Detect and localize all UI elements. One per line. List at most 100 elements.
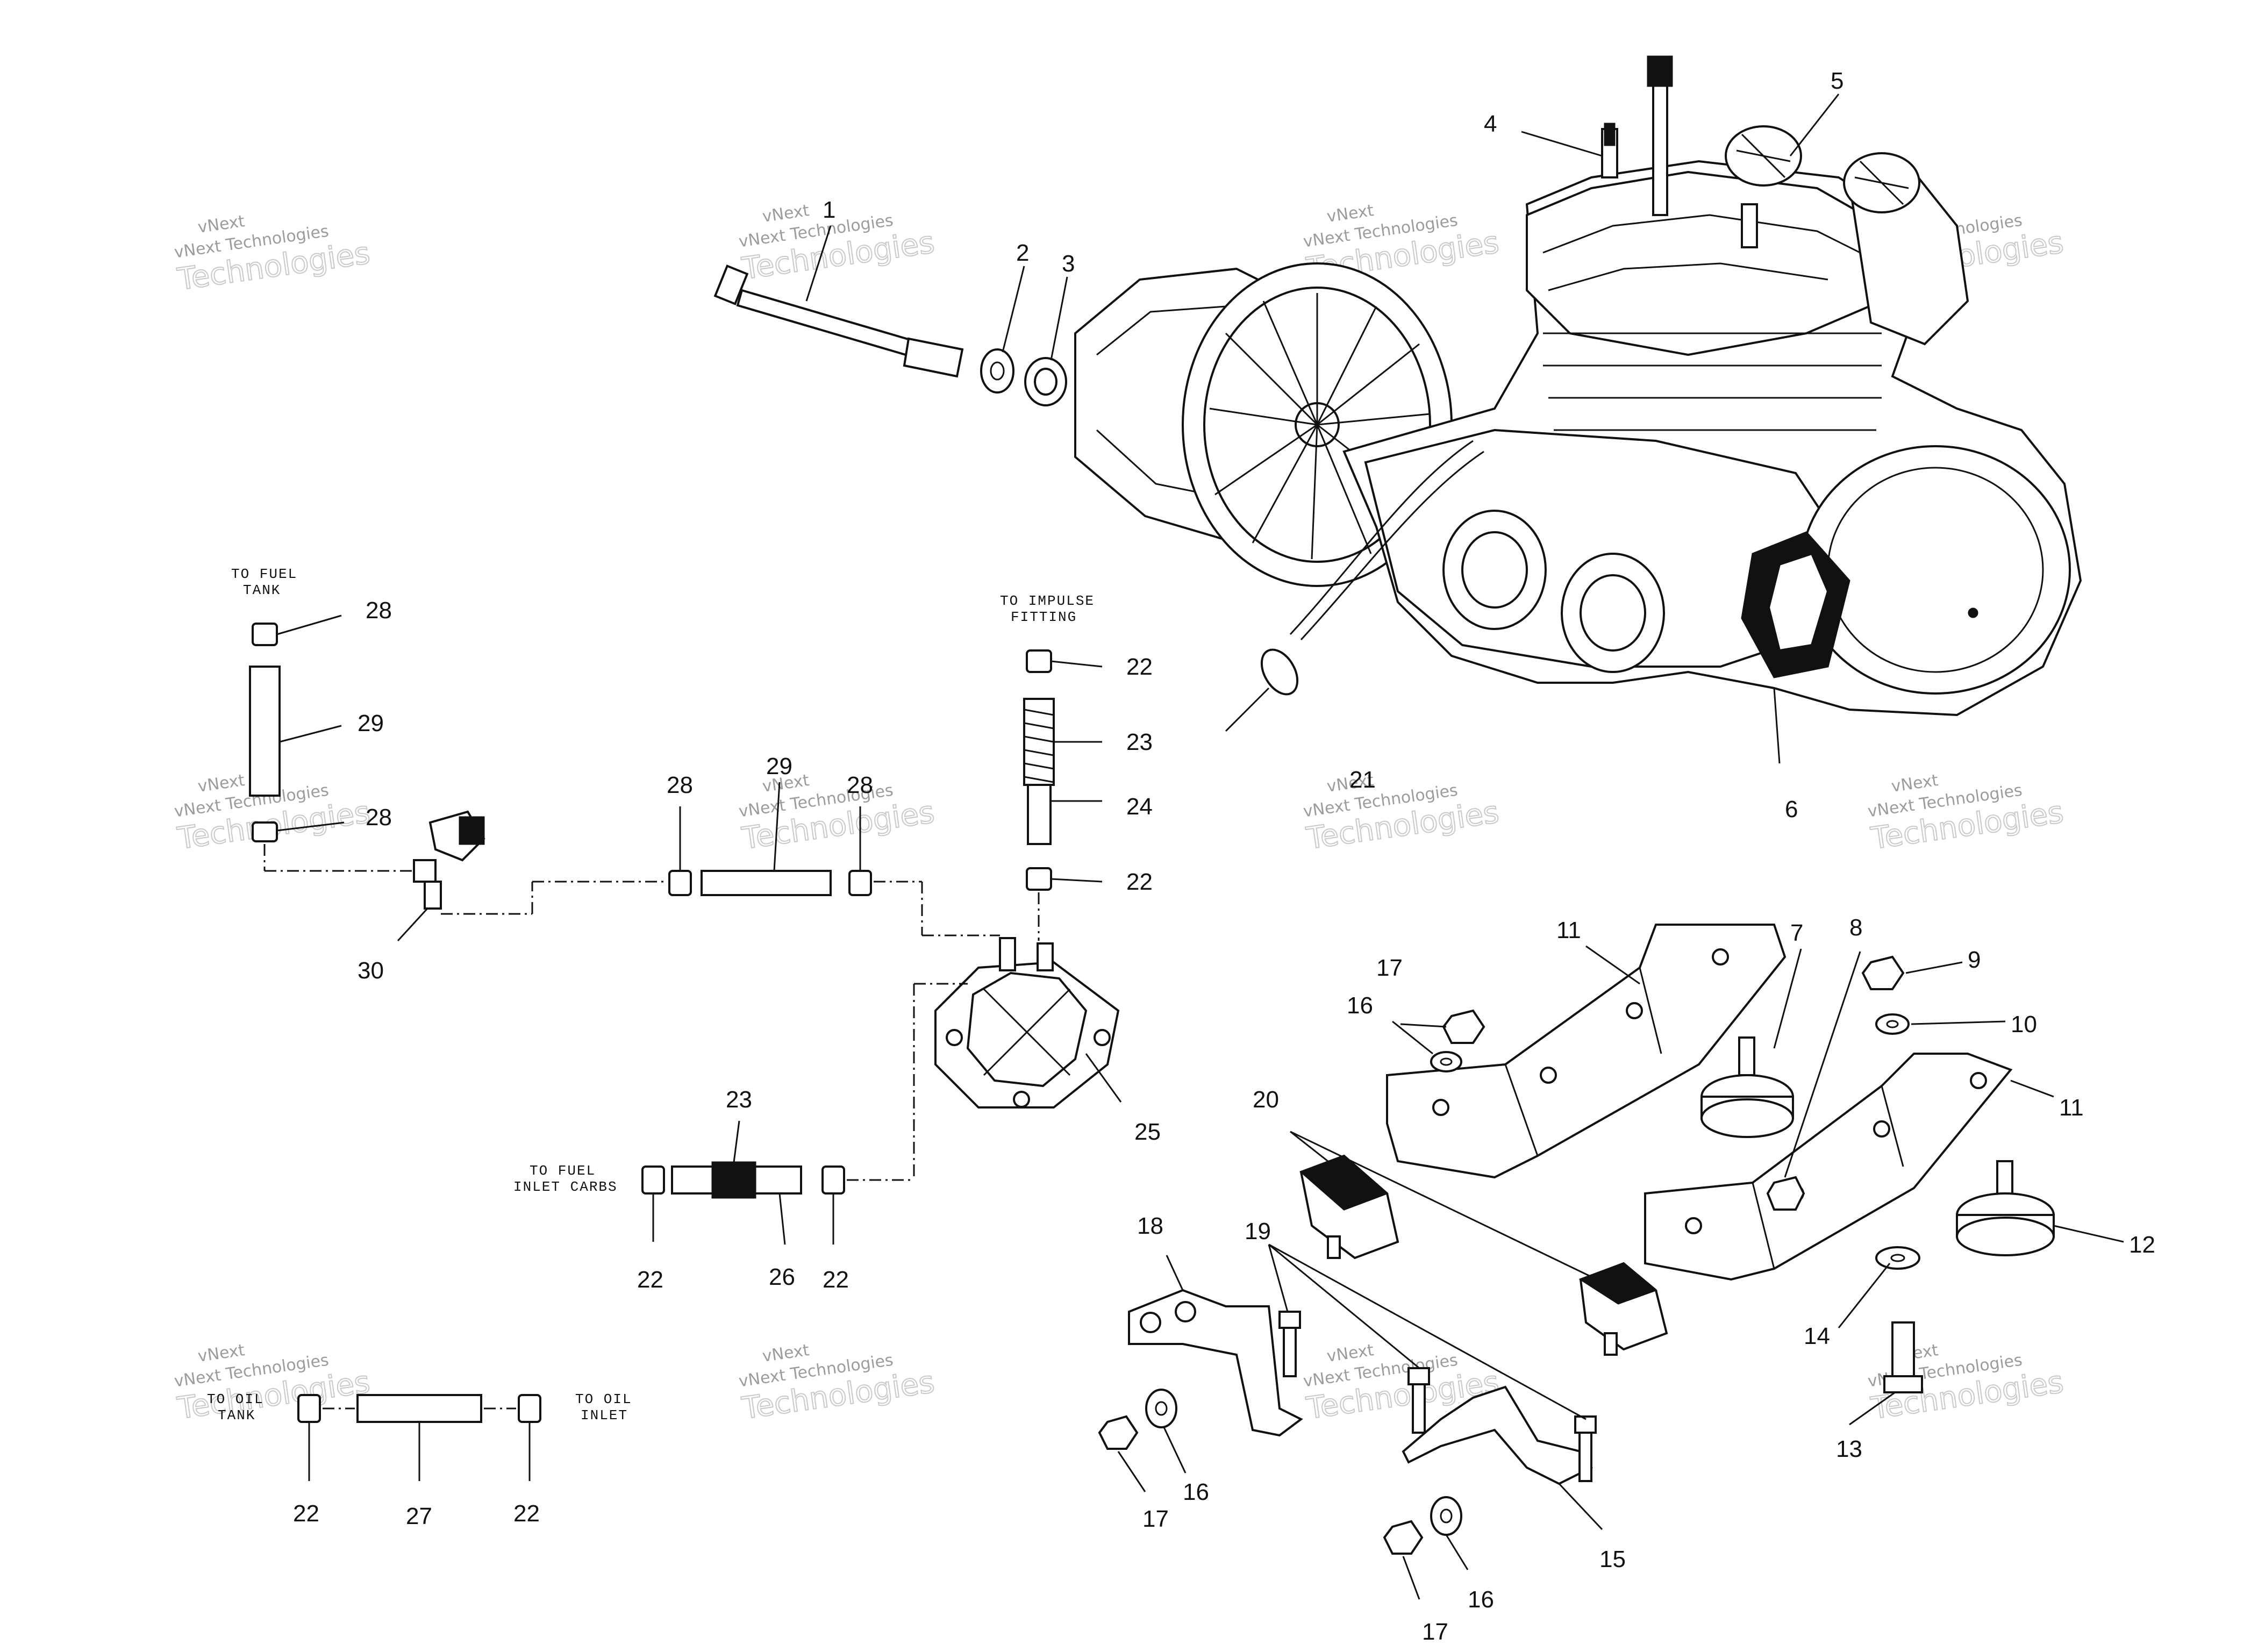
watermark: vNext vNext Technologies Technologies [173,1341,373,1427]
oil-hose [356,1394,482,1423]
callout-22b: 22 [1126,869,1153,895]
spacer-washer [1024,357,1067,406]
snubber [1578,1262,1668,1356]
note-to-fuel-inlet-carbs: INLET CARBS [513,1179,618,1195]
impulse-line [1023,649,1055,941]
callout-7: 7 [1790,920,1803,946]
flange-bolt [1278,1311,1301,1377]
callout-23b: 23 [726,1086,752,1113]
mount-bolt [1883,1321,1923,1393]
callout-28d: 28 [847,772,873,798]
callout-6: 6 [1785,796,1798,823]
impulse-line-clamp [1026,867,1052,891]
callout-24: 24 [1126,793,1153,820]
svg-text:vNext: vNext [1326,201,1375,226]
callout-2: 2 [1016,240,1029,266]
callout-22c: 22 [637,1267,663,1293]
callout-5: 5 [1831,68,1843,94]
fuel-line-sleeve [711,1161,756,1199]
engine-mount-plate [1386,924,1787,1179]
callout-26: 26 [769,1264,795,1290]
flat-washer [1430,1051,1462,1072]
callout-28b: 28 [366,804,392,831]
callout-10: 10 [2011,1011,2037,1038]
callout-11b: 11 [2059,1095,2084,1121]
rubber-mount [1956,1160,2055,1256]
rubber-mount [1700,1036,1794,1138]
clutch-bolt [713,264,964,378]
impulse-hose [1027,784,1052,845]
lock-nut [1766,1176,1805,1211]
callout-16a: 16 [1347,992,1373,1019]
watermark: vNext vNext Technologies Technologies [1867,771,2066,857]
note-to-fuel-tank: TO FUEL [231,566,297,582]
callout-22a: 22 [1126,654,1153,680]
callout-20: 20 [1253,1086,1279,1113]
callout-16b: 16 [1183,1479,1209,1505]
carb-inlet-line [641,1161,914,1199]
svg-text:vNext: vNext [1890,771,1940,796]
oil-line-clamp [297,1394,321,1423]
engine-mount-plate [1644,1053,2013,1281]
callout-22f: 22 [513,1500,540,1527]
fuel-pump [913,937,1120,1177]
note-to-fuel-tank: TANK [243,582,281,598]
note-to-oil-inlet: INLET [581,1407,628,1424]
flange-bolt [1407,1367,1430,1434]
callout-23a: 23 [1126,729,1153,755]
callout-28a: 28 [366,597,392,624]
engine-assembly [1074,55,2082,732]
impulse-line-clamp [1026,649,1052,673]
lock-nut [1098,1415,1139,1450]
fuel-line-clamp [252,623,278,646]
fuel-line-middle [668,870,1000,936]
fuel-line-clamp [821,1165,845,1195]
callout-22d: 22 [823,1267,849,1293]
note-to-impulse-fitting: TO IMPULSE [1000,593,1095,609]
fuel-line-clamp [848,870,872,896]
washer [980,348,1014,394]
callout-1: 1 [823,197,835,223]
callout-13: 13 [1836,1436,1862,1462]
svg-text:vNext: vNext [197,1341,246,1366]
note-to-impulse-fitting: FITTING [1011,609,1077,625]
callout-11a: 11 [1556,917,1581,943]
lock-nut [1442,1009,1485,1044]
callout-25: 25 [1134,1119,1161,1145]
fuel-line-clamp [641,1165,665,1195]
callout-numbers: 1 2 3 4 5 6 7 8 9 10 11 11 12 13 14 15 1… [293,68,2155,1645]
callout-16c: 16 [1468,1586,1494,1613]
flat-washer [1875,1246,1920,1270]
callout-29b: 29 [766,753,792,779]
svg-text:vNext: vNext [761,201,811,226]
note-to-oil-inlet: TO OIL [575,1391,632,1407]
callout-18: 18 [1137,1213,1163,1239]
note-to-oil-tank: TO OIL [207,1391,264,1407]
flat-washer [1145,1389,1177,1428]
fuel-hose [249,666,281,797]
callout-27: 27 [406,1503,432,1529]
engine-bracket [1128,1289,1303,1437]
callout-19: 19 [1245,1218,1271,1245]
watermark: vNext vNext Technologies Technologies [738,771,937,857]
fuel-line-clamp [668,870,692,896]
leader-lines [276,94,2124,1600]
oil-line [297,1394,541,1423]
snubber [1299,1154,1399,1260]
callout-15: 15 [1599,1546,1626,1572]
callout-9: 9 [1968,947,1981,973]
flat-washer [1430,1496,1462,1536]
callout-17c: 17 [1422,1619,1448,1645]
callout-3: 3 [1062,251,1075,277]
svg-text:vNext: vNext [197,771,246,796]
fuel-shutoff-valve [413,810,667,915]
callout-30: 30 [358,957,384,984]
note-to-fuel-inlet-carbs: TO FUEL [530,1163,596,1179]
note-to-oil-tank: TANK [218,1407,255,1424]
watermark: vNext vNext Technologies Technologies [173,212,373,298]
throttle-cable [1225,440,1484,732]
fuel-hose [701,870,832,896]
callout-17b: 17 [1142,1506,1169,1532]
svg-text:vNext: vNext [197,212,246,237]
